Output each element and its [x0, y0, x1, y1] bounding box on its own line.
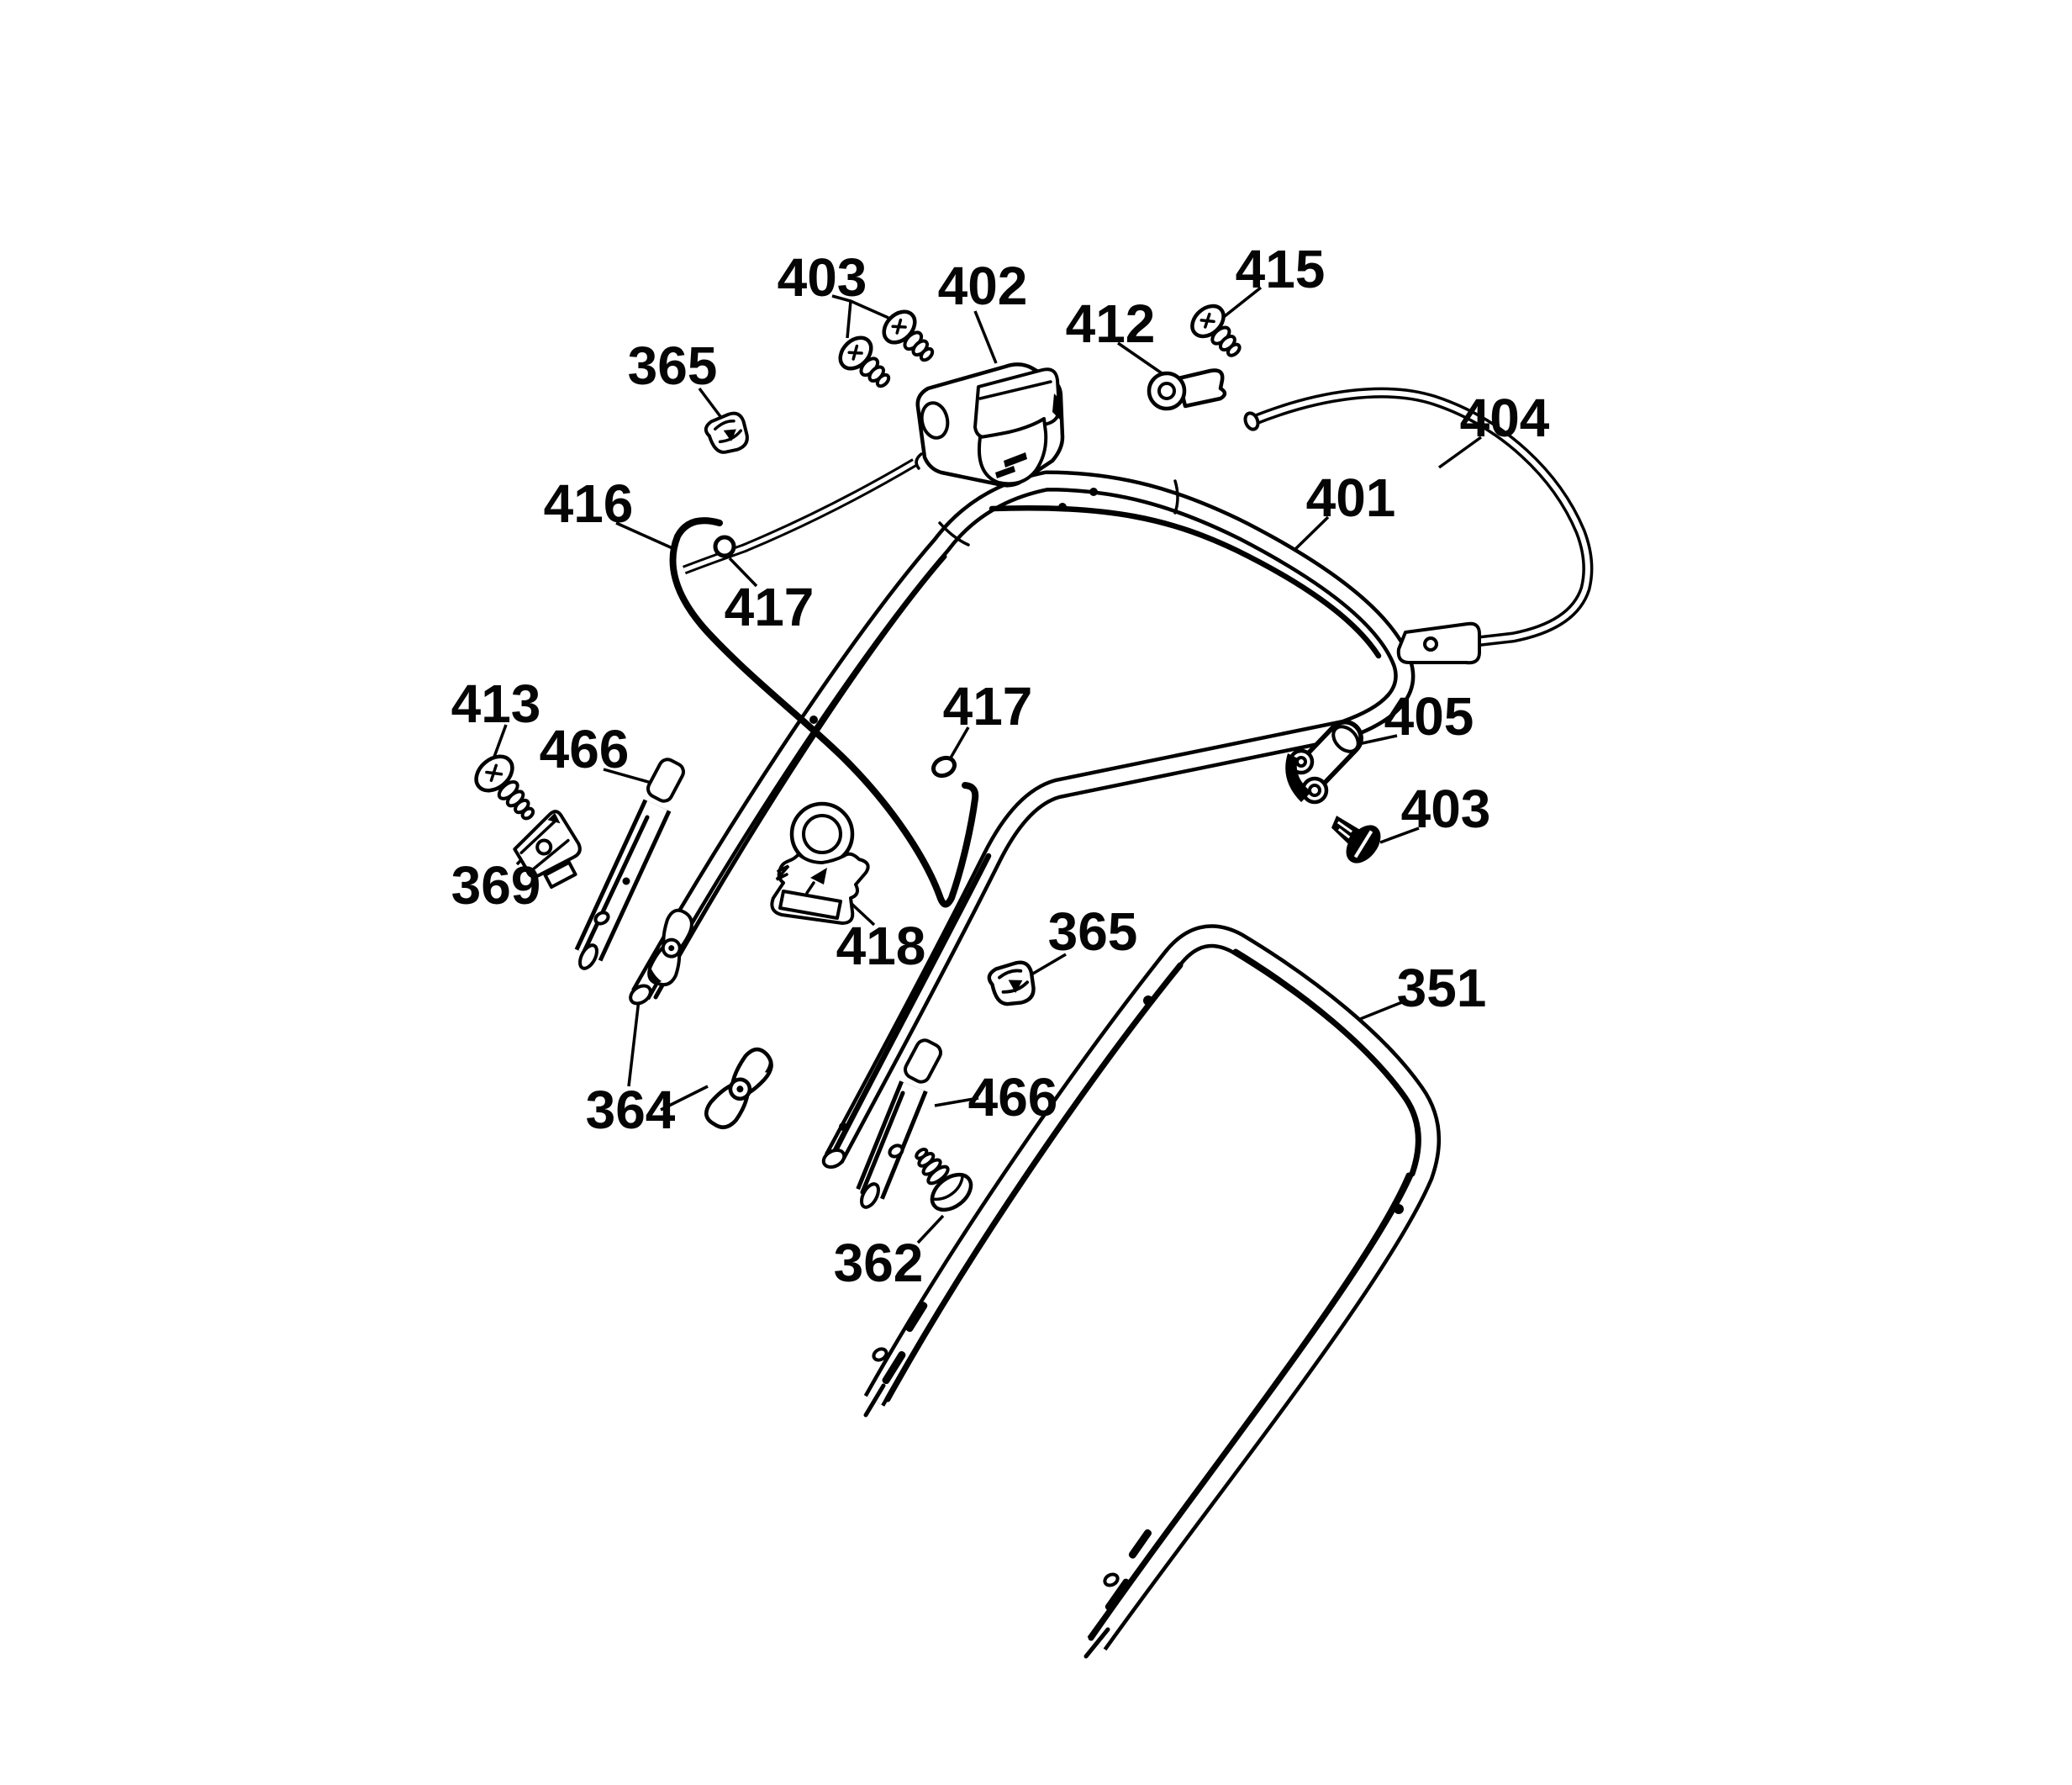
callout-404: 404 [1460, 388, 1550, 448]
callout-351: 351 [1397, 958, 1487, 1018]
screw-403-a [882, 309, 935, 362]
callout-417-right: 417 [943, 676, 1033, 737]
callout-403-right: 403 [1401, 779, 1491, 839]
cable-clamp-369 [513, 810, 582, 890]
callout-369: 369 [451, 855, 541, 916]
wing-knob-upper [647, 908, 693, 987]
callout-365-upper: 365 [628, 335, 718, 396]
pivot-bracket-405 [1285, 720, 1363, 805]
cable-guide-bracket-418 [770, 801, 870, 925]
control-cable [669, 458, 979, 908]
handle-end-slots [863, 1302, 1152, 1659]
wing-knob-lower [704, 1047, 773, 1130]
cable-clip-lower [987, 960, 1036, 1006]
cable-ring-417-left [713, 535, 736, 558]
flat-head-screw-403 [1331, 816, 1381, 863]
lower-handle-tube [863, 924, 1441, 1659]
screw-413 [474, 754, 535, 821]
callout-365-lower: 365 [1048, 901, 1138, 962]
carriage-bolt [915, 1147, 973, 1212]
guide-tube-upper [574, 758, 685, 970]
callout-466-lower: 466 [968, 1067, 1058, 1128]
callout-403-top: 403 [778, 247, 867, 308]
callout-466-upper: 466 [540, 719, 630, 779]
callout-417-left: 417 [725, 577, 815, 637]
callout-416: 416 [544, 473, 634, 534]
switch-housing [915, 362, 1065, 488]
guide-tube-lower [856, 1038, 942, 1209]
callout-415: 415 [1236, 239, 1326, 299]
callout-402: 402 [938, 256, 1028, 316]
screw-415 [1190, 304, 1242, 357]
cable-lever [1147, 368, 1227, 411]
callout-413: 413 [451, 673, 541, 734]
callout-364: 364 [586, 1080, 676, 1140]
callout-401: 401 [1306, 467, 1396, 528]
callout-labels: 403 402 412 415 365 404 416 401 417 413 … [451, 239, 1550, 1293]
screw-403-b [838, 335, 891, 388]
callout-362: 362 [834, 1233, 924, 1293]
callout-412: 412 [1066, 293, 1156, 354]
cable-clip-upper [704, 411, 749, 454]
callout-405: 405 [1384, 686, 1474, 747]
guide-rod [1243, 387, 1594, 665]
upper-handle-tube [629, 470, 1416, 1170]
cable-ring-417-right [931, 755, 957, 779]
callout-418: 418 [836, 916, 926, 976]
